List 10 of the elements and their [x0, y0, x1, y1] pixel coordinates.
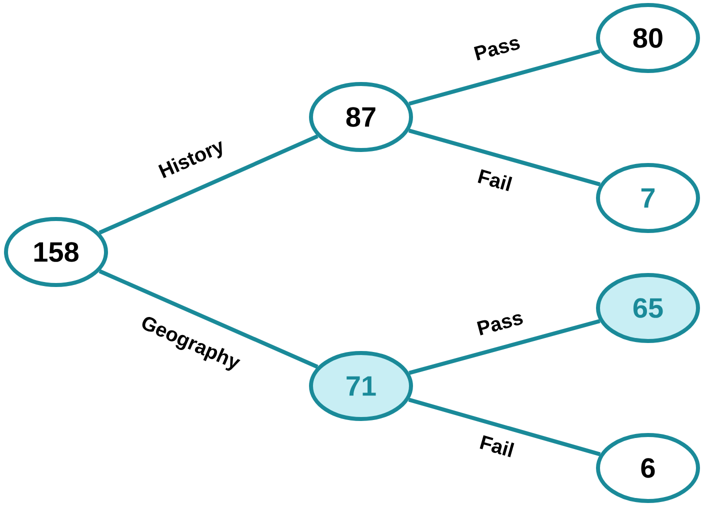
- edge-label: Pass: [476, 314, 523, 336]
- branch-line: [98, 269, 318, 369]
- branch-line: [408, 398, 601, 456]
- branch-line: [408, 49, 600, 106]
- branch-line: [98, 134, 318, 235]
- edge-label: Fail: [480, 435, 514, 458]
- branch-line: [408, 128, 601, 186]
- edge-label: Pass: [474, 39, 520, 60]
- edge-label: Fail: [478, 169, 512, 192]
- branch-line: [408, 319, 600, 375]
